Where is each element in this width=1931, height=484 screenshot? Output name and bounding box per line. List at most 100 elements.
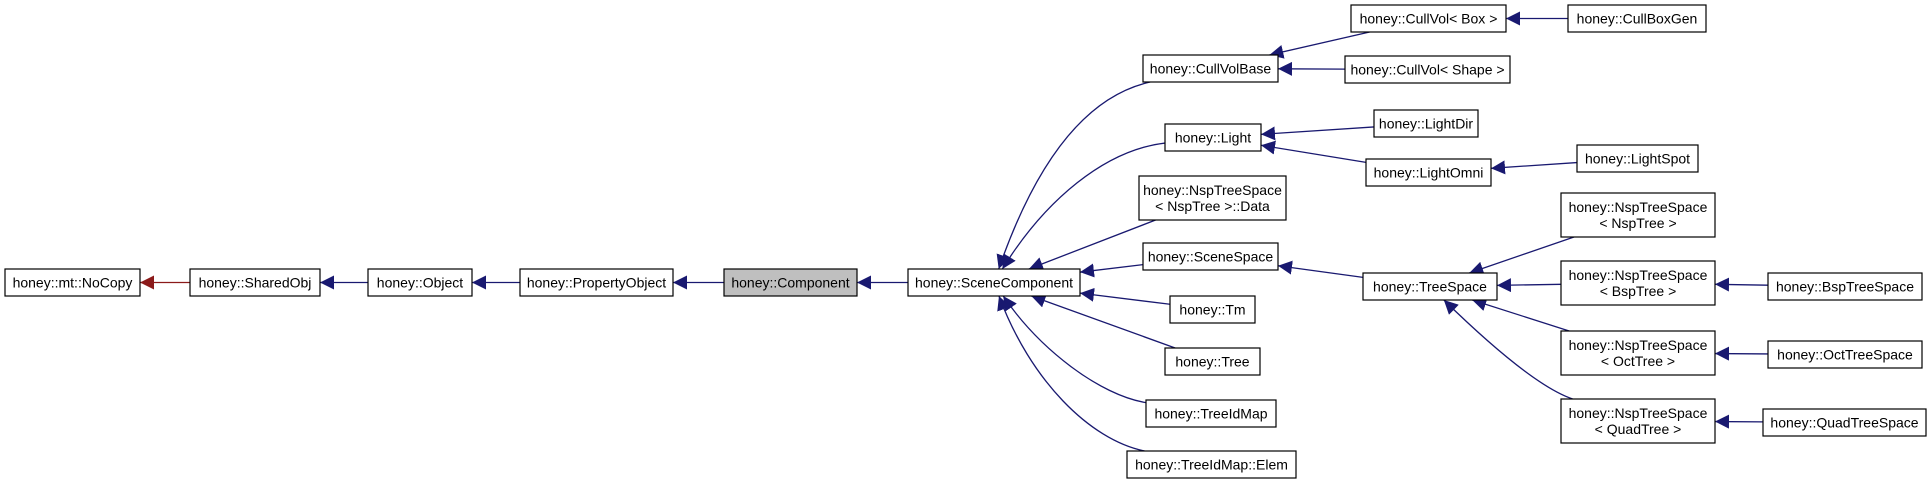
edge-lightomni-to-light (1260, 140, 1367, 163)
class-label-cullvolbox: honey::CullVol< Box > (1360, 11, 1498, 27)
class-box-nsptree[interactable] (1560, 192, 1716, 238)
class-box-sharedobj[interactable] (189, 268, 321, 297)
class-node-quadtreespace[interactable]: honey::QuadTreeSpace (1762, 408, 1927, 437)
class-node-bsptreespace[interactable]: honey::BspTreeSpace (1767, 272, 1923, 301)
class-node-bsptree[interactable]: honey::NspTreeSpace< BspTree > (1560, 260, 1716, 306)
edge-treespace-to-scenespace (1277, 260, 1364, 278)
class-node-cullvolshape[interactable]: honey::CullVol< Shape > (1344, 55, 1511, 84)
class-box-treespace[interactable] (1362, 272, 1498, 301)
class-label-quadtree-line2: < QuadTree > (1595, 421, 1682, 437)
class-node-cullboxgen[interactable]: honey::CullBoxGen (1567, 4, 1707, 33)
edge-bsptree-to-treespace (1496, 278, 1562, 293)
class-node-nspdata[interactable]: honey::NspTreeSpace< NspTree >::Data (1138, 175, 1287, 221)
class-node-treespace[interactable]: honey::TreeSpace (1362, 272, 1498, 301)
class-box-propertyobject[interactable] (519, 268, 674, 297)
class-label-lightdir: honey::LightDir (1379, 116, 1474, 132)
class-label-lightspot: honey::LightSpot (1585, 151, 1690, 167)
class-node-lightdir[interactable]: honey::LightDir (1373, 109, 1479, 138)
class-node-light[interactable]: honey::Light (1164, 123, 1262, 152)
edge-lightdir-to-light (1260, 126, 1375, 141)
class-box-tree[interactable] (1164, 347, 1261, 376)
class-box-scenespace[interactable] (1142, 242, 1279, 271)
edge-cullvolbox-to-cullvolbase (1269, 31, 1370, 59)
class-node-tm[interactable]: honey::Tm (1169, 295, 1256, 324)
edge-cullvolbase-to-scenecomponent (996, 81, 1151, 270)
class-label-treespace: honey::TreeSpace (1373, 279, 1487, 295)
class-node-cullvolbase[interactable]: honey::CullVolBase (1142, 54, 1279, 83)
class-box-lightdir[interactable] (1373, 109, 1479, 138)
class-node-cullvolbox[interactable]: honey::CullVol< Box > (1350, 4, 1507, 33)
class-label-octtree-line2: < OctTree > (1601, 353, 1675, 369)
class-box-light[interactable] (1164, 123, 1262, 152)
class-node-component[interactable]: honey::Component (723, 268, 858, 297)
class-box-tm[interactable] (1169, 295, 1256, 324)
class-label-object: honey::Object (377, 275, 463, 291)
class-label-bsptreespace: honey::BspTreeSpace (1776, 279, 1914, 295)
class-node-scenecomponent[interactable]: honey::SceneComponent (907, 268, 1081, 297)
edge-tm-to-scenecomponent (1079, 287, 1171, 305)
class-box-bsptreespace[interactable] (1767, 272, 1923, 301)
class-label-octtreespace: honey::OctTreeSpace (1777, 347, 1913, 363)
class-label-bsptree-line1: honey::NspTreeSpace (1569, 267, 1708, 283)
class-label-lightomni: honey::LightOmni (1374, 165, 1484, 181)
class-node-nsptree[interactable]: honey::NspTreeSpace< NspTree > (1560, 192, 1716, 238)
class-label-nocopy: honey::mt::NoCopy (13, 275, 133, 291)
edge-layer (140, 11, 1769, 452)
class-label-component: honey::Component (731, 275, 849, 291)
class-node-lightomni[interactable]: honey::LightOmni (1365, 158, 1492, 187)
class-label-cullboxgen: honey::CullBoxGen (1577, 11, 1698, 27)
class-box-quadtree[interactable] (1560, 398, 1716, 444)
class-label-cullvolbase: honey::CullVolBase (1150, 61, 1272, 77)
class-node-treeidmapelem[interactable]: honey::TreeIdMap::Elem (1126, 450, 1297, 479)
class-label-treeidmap: honey::TreeIdMap (1154, 406, 1267, 422)
class-box-nspdata[interactable] (1138, 175, 1287, 221)
class-label-scenecomponent: honey::SceneComponent (915, 275, 1073, 291)
class-box-cullvolshape[interactable] (1344, 55, 1511, 84)
class-box-lightomni[interactable] (1365, 158, 1492, 187)
class-node-nocopy[interactable]: honey::mt::NoCopy (4, 268, 141, 297)
class-label-tree: honey::Tree (1175, 354, 1249, 370)
class-box-octtreespace[interactable] (1767, 340, 1923, 369)
class-box-cullboxgen[interactable] (1567, 4, 1707, 33)
class-label-quadtreespace: honey::QuadTreeSpace (1770, 415, 1918, 431)
class-box-cullvolbox[interactable] (1350, 4, 1507, 33)
class-box-object[interactable] (367, 268, 473, 297)
class-node-treeidmap[interactable]: honey::TreeIdMap (1145, 399, 1277, 428)
class-node-tree[interactable]: honey::Tree (1164, 347, 1261, 376)
class-node-sharedobj[interactable]: honey::SharedObj (189, 268, 321, 297)
class-label-quadtree-line1: honey::NspTreeSpace (1569, 405, 1708, 421)
class-label-tm: honey::Tm (1179, 302, 1245, 318)
class-box-scenecomponent[interactable] (907, 268, 1081, 297)
class-box-octtree[interactable] (1560, 330, 1716, 376)
class-label-light: honey::Light (1175, 130, 1251, 146)
class-box-treeidmap[interactable] (1145, 399, 1277, 428)
class-node-object[interactable]: honey::Object (367, 268, 473, 297)
class-label-nspdata-line1: honey::NspTreeSpace (1143, 182, 1282, 198)
class-box-bsptree[interactable] (1560, 260, 1716, 306)
edge-light-to-scenecomponent (1001, 142, 1166, 270)
edge-octtree-to-treespace (1472, 297, 1570, 332)
class-label-cullvolshape: honey::CullVol< Shape > (1350, 62, 1504, 78)
class-label-nsptree-line1: honey::NspTreeSpace (1569, 199, 1708, 215)
class-box-lightspot[interactable] (1576, 144, 1699, 173)
edge-bsptreespace-to-bsptree (1714, 277, 1769, 292)
class-node-octtreespace[interactable]: honey::OctTreeSpace (1767, 340, 1923, 369)
edge-treeidmapelem-to-scenecomponent (997, 295, 1145, 452)
class-label-scenespace: honey::SceneSpace (1148, 249, 1274, 265)
edge-treeidmap-to-scenecomponent (1002, 295, 1147, 404)
class-box-cullvolbase[interactable] (1142, 54, 1279, 83)
class-box-nocopy[interactable] (4, 268, 141, 297)
class-node-lightspot[interactable]: honey::LightSpot (1576, 144, 1699, 173)
class-box-component[interactable] (723, 268, 858, 297)
edge-quadtree-to-treespace (1443, 299, 1573, 400)
class-box-quadtreespace[interactable] (1762, 408, 1927, 437)
class-node-scenespace[interactable]: honey::SceneSpace (1142, 242, 1279, 271)
class-node-octtree[interactable]: honey::NspTreeSpace< OctTree > (1560, 330, 1716, 376)
edge-lightspot-to-lightomni (1490, 160, 1578, 175)
class-node-quadtree[interactable]: honey::NspTreeSpace< QuadTree > (1560, 398, 1716, 444)
class-node-propertyobject[interactable]: honey::PropertyObject (519, 268, 674, 297)
class-label-nsptree-line2: < NspTree > (1599, 215, 1676, 231)
class-box-treeidmapelem[interactable] (1126, 450, 1297, 479)
